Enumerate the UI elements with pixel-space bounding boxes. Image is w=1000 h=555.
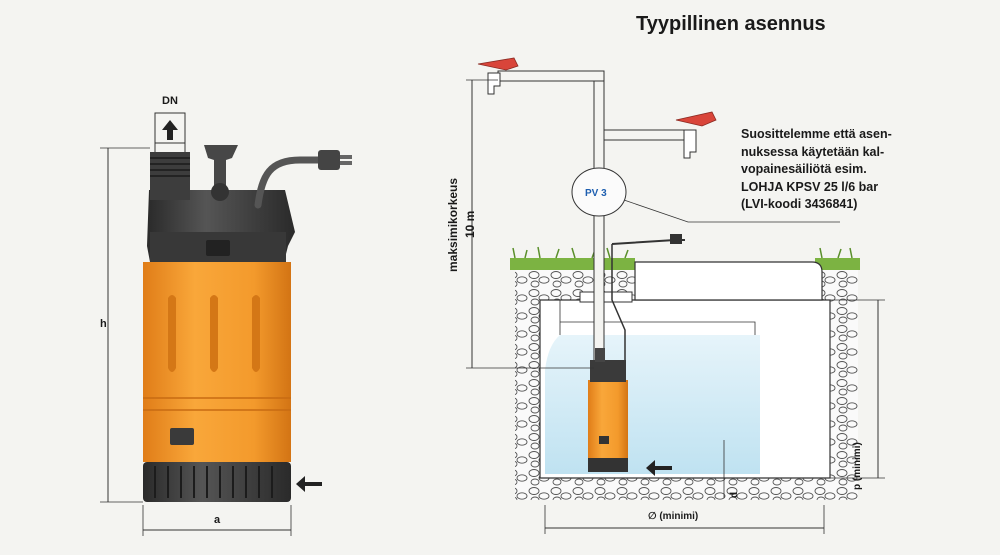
dn-label: DN [162, 95, 178, 107]
p-minimi-label: p (minimi) [852, 442, 863, 490]
valve-handle-left-icon [477, 57, 519, 71]
max-height-label: maksimikorkeus [446, 177, 460, 272]
depth-label: d [729, 491, 740, 498]
pump-handle [204, 145, 238, 192]
pressure-tank-brand: PV 3 [585, 188, 607, 199]
note-line: (LVI-koodi 3436841) [741, 197, 858, 211]
note-line: nuksessa käytetään kal- [741, 144, 885, 159]
diameter-minimi-label: ∅ (minimi) [648, 511, 699, 522]
pressure-tank [571, 167, 627, 217]
grass-left [510, 258, 635, 270]
width-label: a [214, 514, 221, 526]
pump-strainer-base [143, 462, 291, 502]
tank-lid [634, 261, 823, 301]
valve-handle-right-icon [675, 111, 717, 127]
recommendation-note: Suosittelemme että asen- nuksessa käytet… [741, 126, 892, 214]
page-title: Tyypillinen asennus [636, 13, 826, 35]
outlet-arrow-icon [162, 120, 178, 140]
installation-drawing: PV 3 [466, 57, 885, 534]
tap-left [487, 72, 501, 95]
water [545, 335, 760, 474]
grass-right [815, 258, 860, 270]
note-line: Suosittelemme että asen- [741, 127, 892, 141]
note-line: vopainesäiliötä esim. [741, 162, 867, 176]
pump-drawing [100, 112, 352, 536]
small-pump [588, 348, 628, 472]
height-label: h [100, 318, 107, 330]
power-plug [318, 150, 340, 170]
riser-pipe [593, 71, 605, 379]
pump-label-plate [170, 428, 194, 445]
max-height-value: 10 m [463, 210, 477, 238]
power-cable [254, 156, 322, 209]
note-line: LOHJA KPSV 25 l/6 bar [741, 179, 879, 194]
inlet-arrow-icon [296, 476, 322, 492]
tap-right [683, 129, 697, 159]
well-inlet-arrow-icon [646, 460, 672, 476]
